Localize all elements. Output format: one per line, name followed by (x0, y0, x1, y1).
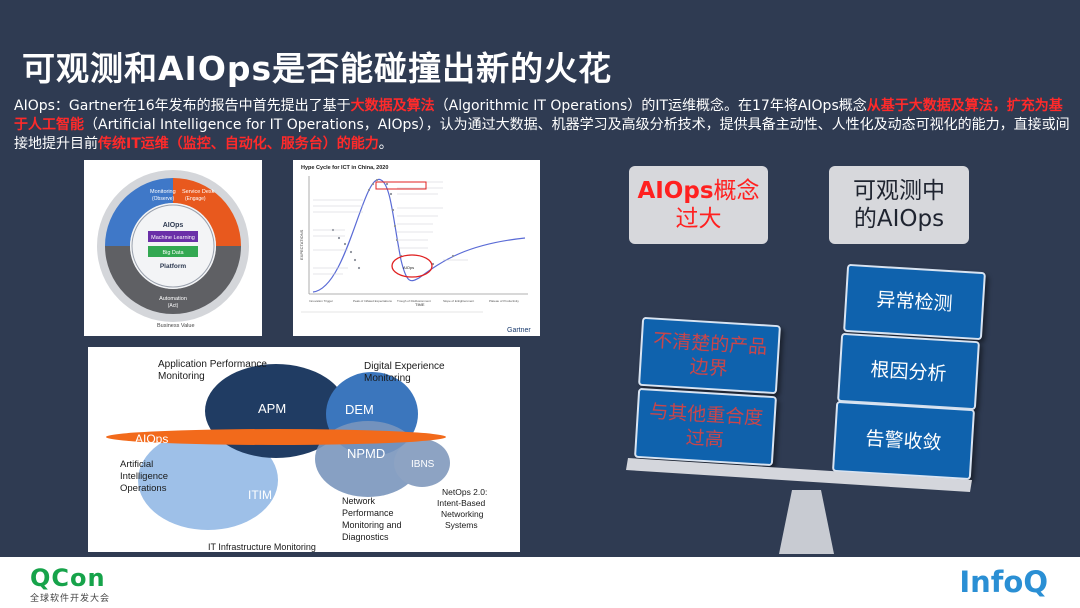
venn-aiops-full-l2: Intelligence (120, 471, 168, 482)
hype-title: Hype Cycle for ICT in China, 2020 (301, 165, 388, 171)
venn-npm-label-l4: Diagnostics (342, 532, 389, 542)
ring-aiops: AIOps (163, 222, 184, 229)
unclear-product-boundary-box: 不清楚的产品 边界 (638, 316, 781, 395)
box-line1: 不清楚的产品 (652, 329, 768, 358)
hype-phase: Peak of Inflated Expectations (353, 299, 392, 303)
venn-aiops-full-l1: Artificial (120, 459, 153, 470)
intro-paragraph: AIOps：Gartner在16年发布的报告中首先提出了基于大数据及算法（Alg… (14, 97, 1070, 154)
monitoring-venn-diagram: Application Performance Monitoring Digit… (88, 347, 520, 552)
hype-phase: Innovation Trigger (309, 299, 333, 303)
qcon-logo: QCon 全球软件开发大会 (30, 565, 110, 604)
aiops-concept-line2: 过大 (675, 206, 722, 232)
anomaly-detection-box: 异常检测 (843, 263, 986, 341)
intro-highlight: 传统IT运维（监控、自动化、服务台）的能力 (98, 136, 379, 152)
slide-title: 可观测和AIOps是否能碰撞出新的火花 (22, 49, 613, 88)
ring-automation: Automation (159, 296, 187, 302)
ring-observe: (Observe) (152, 196, 175, 202)
ring-big-data: Big Data (162, 250, 184, 256)
venn-netops-l2: Intent-Based (437, 498, 485, 508)
aiops-ring-diagram: Monitoring (Observe) Service Desk (Engag… (84, 160, 262, 336)
aiops-concept-rest: 概念 (713, 178, 760, 204)
ring-machine-learning: Machine Learning (151, 235, 195, 241)
observability-aiops-line2: 的AIOps (853, 206, 945, 232)
aiops-concept-bold: AIOps (637, 178, 714, 204)
hype-y-axis: EXPECTATIONS (299, 229, 304, 260)
venn-dem: DEM (345, 402, 374, 417)
ring-business-value: Business Value (157, 323, 195, 329)
qcon-subtitle: 全球软件开发大会 (30, 594, 111, 604)
venn-itim: ITIM (248, 488, 272, 502)
venn-netops-l3: Networking (441, 509, 484, 519)
aiops-concept-too-big-box: AIOps概念 过大 (629, 166, 768, 244)
hype-cycle-chart: Hype Cycle for ICT in China, 2020 EXPECT… (293, 160, 540, 336)
hype-x-axis: TIME (415, 302, 425, 307)
hype-phase: Slope of Enlightenment (443, 299, 474, 303)
box-label: 异常检测 (875, 288, 954, 316)
venn-ibns: IBNS (411, 459, 435, 470)
box-line1: 与其他重合度 (648, 400, 764, 430)
slide: 可观测和AIOps是否能碰撞出新的火花 AIOps：Gartner在16年发布的… (0, 0, 1080, 557)
hype-highlight-aiops: AIOps (403, 265, 414, 270)
balance-scale (626, 458, 972, 554)
venn-npmd: NPMD (347, 446, 385, 461)
ring-monitoring: Monitoring (150, 189, 176, 195)
intro-text: AIOps：Gartner在16年发布的报告中首先提出了基于 (14, 98, 351, 114)
intro-text: （Artificial Intelligence for IT Operatio… (14, 117, 1070, 152)
gartner-logo: Gartner (507, 327, 531, 334)
venn-itim-label: IT Infrastructure Monitoring (208, 542, 316, 552)
observability-aiops-box: 可观测中 的AIOps (829, 166, 969, 244)
venn-netops-l4: Systems (445, 520, 478, 530)
hype-phase: Trough of Disillusionment (397, 299, 431, 303)
ring-act: (Act) (168, 303, 179, 309)
venn-dem-label-l1: Digital Experience (364, 361, 445, 372)
venn-npm-label-l3: Monitoring and (342, 520, 402, 530)
venn-dem-label-l2: Monitoring (364, 373, 411, 384)
footer: QCon 全球软件开发大会 InfoQ (0, 557, 1080, 608)
intro-highlight: 从基于大数据及算法，扩充为基于人工智能 (14, 98, 1063, 133)
venn-aiops: AIOps (135, 432, 168, 446)
ring-service-desk: Service Desk (182, 189, 215, 195)
venn-npm-label-l2: Performance (342, 508, 394, 518)
box-label: 根因分析 (869, 358, 948, 385)
intro-highlight: 大数据及算法 (350, 98, 435, 114)
infoq-logo: InfoQ (959, 565, 1048, 599)
venn-npm-label-l1: Network (342, 496, 376, 506)
aiops-concept-line1: AIOps概念 (637, 177, 759, 205)
hype-phase: Plateau of Productivity (489, 299, 519, 303)
box-line2: 边界 (689, 355, 729, 380)
intro-text: （Algorithmic IT Operations）的IT运维概念。在17年将… (434, 98, 867, 114)
ring-engage: (Engage) (185, 196, 206, 202)
venn-apm: APM (258, 401, 286, 416)
qcon-wordmark: QCon (30, 564, 106, 592)
intro-text: 。 (378, 136, 393, 152)
ring-platform: Platform (160, 263, 187, 270)
box-line2: 过高 (685, 426, 725, 452)
root-cause-analysis-box: 根因分析 (837, 332, 980, 411)
venn-apm-label-l1: Application Performance (158, 359, 267, 370)
observability-aiops-line1: 可观测中 (853, 178, 945, 204)
venn-netops-l1: NetOps 2.0: (442, 487, 487, 497)
venn-aiops-full-l3: Operations (120, 483, 167, 494)
venn-apm-label-l2: Monitoring (158, 371, 205, 382)
